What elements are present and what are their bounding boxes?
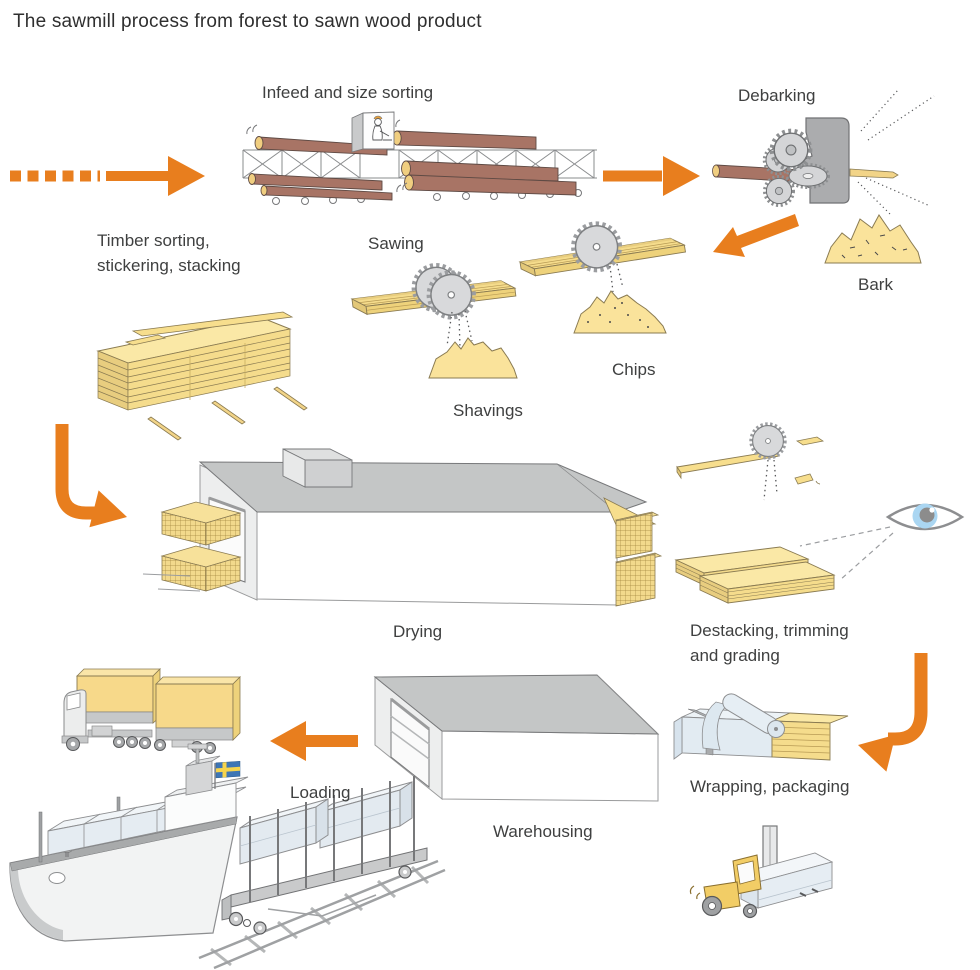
operator-icon xyxy=(372,115,392,141)
kiln-infeed-stacks-icon xyxy=(160,501,242,592)
arrow-debarking-to-sawing-icon xyxy=(713,214,799,257)
label-shavings: Shavings xyxy=(453,401,523,420)
label-loading: Loading xyxy=(290,783,351,802)
forklift-icon xyxy=(689,825,834,919)
label-sawing: Sawing xyxy=(368,234,424,253)
kiln-outfeed-stacks-icon xyxy=(614,511,663,607)
arrow-infeed-to-debarking-icon xyxy=(603,156,700,196)
trimming-saw-icon xyxy=(676,422,825,501)
sawing-plank-right-icon xyxy=(518,210,686,293)
diagram-title: The sawmill process from forest to sawn … xyxy=(13,11,482,32)
drying-kiln-icon xyxy=(142,448,663,607)
wrapping-package-icon xyxy=(673,693,849,761)
sticker-sticks-icon xyxy=(147,386,308,441)
warehouse-icon xyxy=(373,674,660,802)
label-drying: Drying xyxy=(393,622,443,641)
start-dashed-arrow-icon xyxy=(10,156,205,196)
shavings-pile-icon xyxy=(428,337,518,379)
label-timber-sorting-line1: Timber sorting, xyxy=(97,231,210,250)
label-debarking: Debarking xyxy=(738,86,816,105)
label-timber-sorting-line2: stickering, stacking xyxy=(97,256,241,275)
label-destacking-line1: Destacking, trimming xyxy=(690,621,849,640)
label-wrapping: Wrapping, packaging xyxy=(690,777,850,796)
sawing-plank-left-icon xyxy=(350,256,517,350)
train-wagon-icon xyxy=(198,776,446,970)
bark-pile-icon xyxy=(824,214,922,264)
label-chips: Chips xyxy=(612,360,656,379)
arrow-timber-to-drying-icon xyxy=(55,424,127,528)
arrow-grading-to-wrapping-icon xyxy=(858,653,928,772)
label-destacking-line2: and grading xyxy=(690,646,780,665)
label-timber-sorting: Timber sorting, stickering, stacking xyxy=(97,228,241,278)
infeed-conveyor-icon xyxy=(242,111,597,205)
truck-icon xyxy=(61,668,241,754)
label-destacking: Destacking, trimming and grading xyxy=(690,618,849,668)
cargo-ship-icon xyxy=(9,743,249,942)
swedish-flag-icon xyxy=(214,760,241,790)
timber-stack-icon xyxy=(96,311,308,441)
debarking-machine-icon xyxy=(712,89,935,215)
grading-eye-icon xyxy=(799,503,965,581)
label-infeed: Infeed and size sorting xyxy=(262,83,434,102)
chips-pile-icon xyxy=(573,290,667,334)
graded-boards-icon xyxy=(674,546,836,604)
label-bark: Bark xyxy=(858,275,893,294)
arrow-warehouse-to-loading-icon xyxy=(270,721,358,761)
truck-wheels-icon xyxy=(66,736,216,754)
label-warehousing: Warehousing xyxy=(493,822,593,841)
